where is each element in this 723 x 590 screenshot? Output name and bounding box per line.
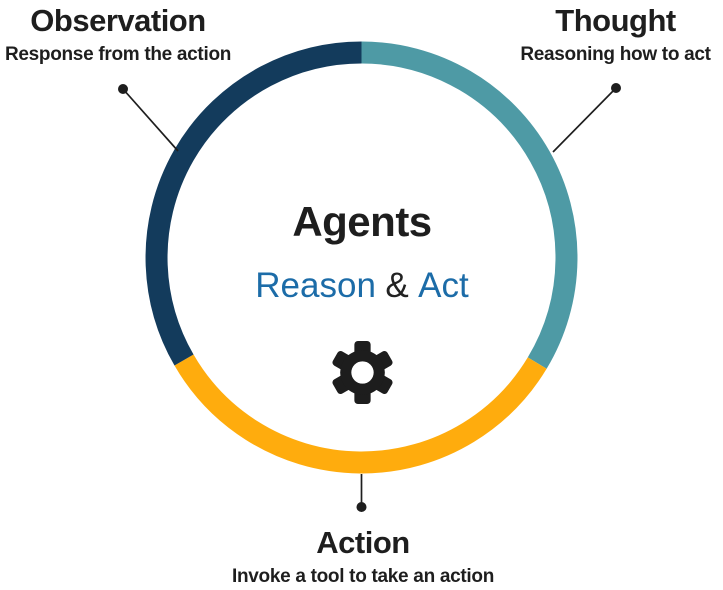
- callout-thought: Thought Reasoning how to act: [508, 1, 723, 67]
- action-title: Action: [316, 525, 410, 560]
- leader-dot-thought: [611, 83, 621, 93]
- ampersand-text: &: [385, 266, 409, 305]
- reason-text: Reason: [255, 266, 376, 305]
- leader-dot-action: [356, 502, 367, 512]
- ring-segment-observation: [145, 41, 362, 366]
- observation-description: Response from the action: [4, 44, 232, 65]
- act-text: Act: [418, 266, 469, 305]
- leader-line-observation: [122, 88, 179, 152]
- thought-description: Reasoning how to act: [520, 44, 711, 65]
- ring-segment-thought: [361, 41, 578, 369]
- callout-action: Action Invoke a tool to take an action: [213, 523, 513, 589]
- reason-and-act-subtitle: Reason&Act: [212, 262, 512, 310]
- thought-title: Thought: [555, 3, 676, 38]
- agents-heading: Agents: [292, 198, 432, 245]
- gear-icon-svg: [332, 341, 393, 404]
- leader-dot-observation: [118, 84, 128, 94]
- callout-observation: Observation Response from the action: [0, 1, 236, 67]
- observation-title: Observation: [30, 3, 206, 38]
- ring-segment-action: [174, 354, 547, 474]
- leader-line-thought: [552, 87, 617, 153]
- gear-icon: [331, 341, 394, 404]
- action-description: Invoke a tool to take an action: [231, 566, 495, 587]
